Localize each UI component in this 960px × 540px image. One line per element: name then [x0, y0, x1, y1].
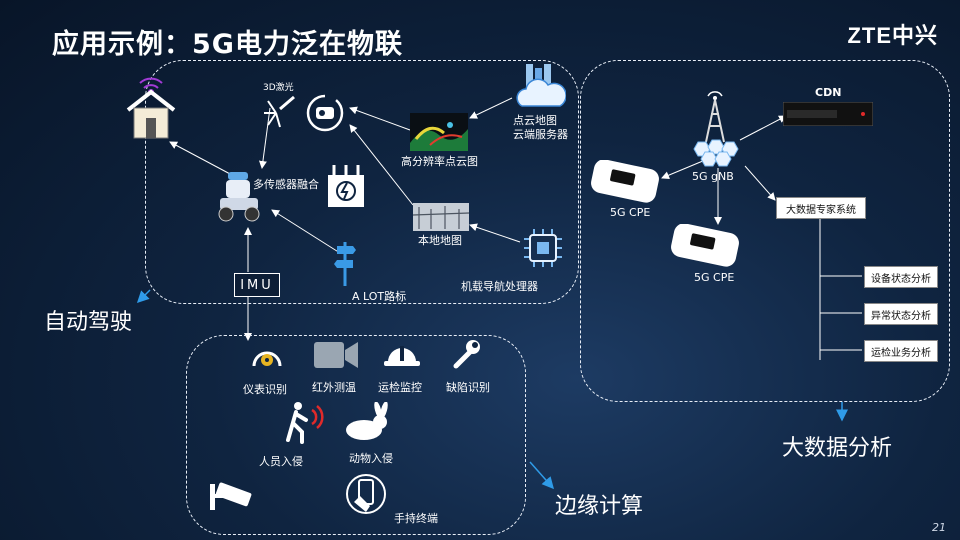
helmet-icon — [384, 338, 420, 372]
analysis-box-anomaly: 异常状态分析 — [864, 303, 938, 325]
nav-processor-label: 机载导航处理器 — [461, 280, 538, 293]
gnb-cloud-icon — [688, 138, 744, 172]
edge-item-meter: 仪表识别 — [243, 383, 287, 396]
imu-box: IMU — [234, 273, 280, 297]
local-map-label: 本地地图 — [418, 234, 462, 247]
cpe1-label: 5G CPE — [610, 206, 651, 219]
handheld-terminal-icon — [346, 472, 388, 520]
intruder-person-icon — [284, 400, 328, 448]
expert-system-box: 大数据专家系统 — [776, 197, 866, 219]
thermal-camera-icon — [314, 342, 358, 372]
point-cloud-image — [410, 113, 468, 155]
wrench-icon — [452, 338, 482, 374]
laser-icon — [260, 95, 296, 135]
meter-icon — [250, 340, 284, 374]
autonomous-section-label: 自动驾驶 — [44, 310, 133, 335]
transformer-icon — [324, 163, 368, 213]
edge-item-person-intrusion: 人员入侵 — [259, 455, 303, 468]
house-icon — [124, 70, 178, 146]
autonomous-region — [145, 60, 579, 304]
cdn-label: CDN — [815, 86, 842, 99]
edge-item-thermal: 红外测温 — [312, 381, 356, 394]
rabbit-icon — [342, 401, 390, 446]
hd-point-cloud-label: 高分辨率点云图 — [401, 155, 478, 168]
edge-region — [186, 335, 526, 535]
edge-item-defect: 缺陷识别 — [446, 381, 490, 394]
local-map-image — [412, 203, 470, 235]
bigdata-section-label: 大数据分析 — [782, 436, 893, 461]
page-title: 应用示例：5G电力泛在物联 — [52, 29, 403, 60]
cpe2-label: 5G CPE — [694, 271, 735, 284]
robot-vehicle-icon — [216, 170, 262, 228]
cloud-server-label: 云端服务器 — [513, 128, 568, 141]
cpe-device-icon-2 — [666, 223, 744, 272]
gnb-label: 5G gNB — [692, 170, 734, 183]
analysis-box-device: 设备状态分析 — [864, 266, 938, 288]
lidar-sensor-icon — [304, 92, 346, 138]
point-cloud-map-label: 点云地图 — [513, 114, 557, 127]
edge-item-animal-intrusion: 动物入侵 — [349, 452, 393, 465]
signpost-icon — [333, 240, 357, 292]
a-lot-label: A LOT路标 — [352, 290, 407, 303]
cpe-device-icon-1 — [586, 159, 664, 208]
bigdata-region — [580, 60, 950, 402]
cell-tower-icon — [700, 88, 730, 148]
edge-section-label: 边缘计算 — [555, 494, 644, 519]
laser-3d-label: 3D激光 — [263, 83, 294, 93]
surveillance-camera-icon — [210, 478, 256, 518]
edge-item-handheld: 手持终端 — [394, 512, 438, 525]
zte-logo: ZTE中兴 — [847, 23, 938, 48]
sensor-fusion-label: 多传感器融合 — [253, 178, 319, 191]
analysis-box-operation: 运检业务分析 — [864, 340, 938, 362]
edge-item-inspection: 运检监控 — [378, 381, 422, 394]
chip-icon — [520, 225, 566, 275]
page-number: 21 — [932, 521, 946, 534]
cdn-server-icon — [782, 101, 874, 130]
cloud-server-icon — [516, 62, 567, 114]
